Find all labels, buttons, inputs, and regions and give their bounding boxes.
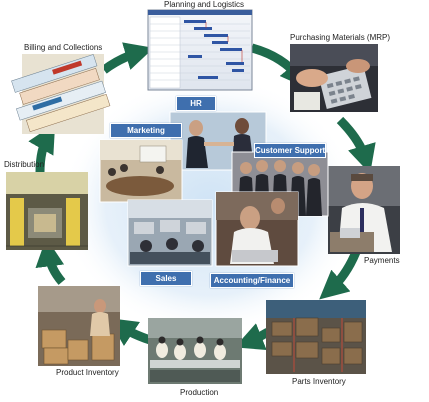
stage-label-billing: Billing and Collections [24,43,103,52]
arrow-distribution-to-billing [28,123,56,173]
arrow-billing-to-planning [101,42,154,74]
photo-billing-collections [11,54,111,134]
photo-payments [328,166,400,254]
arrow-purchasing-to-payments [336,116,376,174]
photo-planning-logistics [147,9,253,91]
photo-marketing-meeting [99,139,183,203]
photo-product-inventory [38,286,120,366]
stage-label-distribution: Distribution [4,160,45,169]
stage-label-product-inventory: Product Inventory [56,368,119,377]
arrow-production-to-product-inventory [108,318,152,346]
photo-purchasing-materials [290,44,378,112]
photo-parts-inventory [266,300,366,374]
photo-sales-office [127,199,213,267]
stage-label-payments: Payments [364,256,400,265]
stage-label-planning: Planning and Logistics [164,0,245,9]
dept-label-hr: HR [176,96,216,111]
stage-label-parts-inventory: Parts Inventory [292,377,346,386]
dept-label-sales: Sales [140,271,192,286]
arrow-parts-to-production [234,323,271,351]
stage-label-purchasing: Purchasing Materials (MRP) [290,33,391,42]
dept-label-customer-support: Customer Support [254,143,326,158]
stage-label-production: Production [180,388,219,397]
photo-distribution [6,172,88,250]
photo-production [148,318,242,384]
arrow-product-inventory-to-distribution [35,237,66,285]
photo-accounting-finance [215,191,299,267]
arrow-payments-to-parts [319,250,361,300]
dept-label-accounting-finance: Accounting/Finance [210,273,294,288]
dept-label-marketing: Marketing [110,123,182,138]
